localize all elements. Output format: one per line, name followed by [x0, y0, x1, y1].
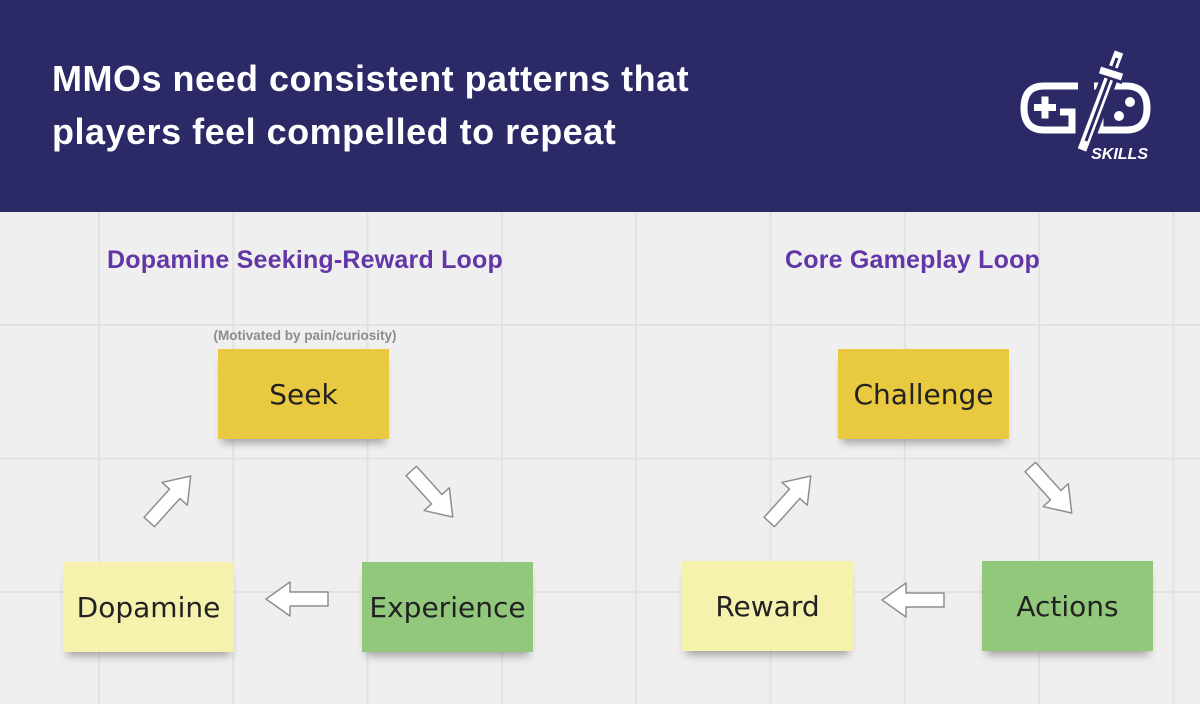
- gd-skills-logo: SKILLS: [1020, 46, 1152, 168]
- slide-title-line1: MMOs need consistent patterns that: [52, 58, 690, 99]
- sticky-note-label: Seek: [269, 377, 338, 411]
- seek-annotation: (Motivated by pain/curiosity): [213, 328, 397, 343]
- sticky-note-challenge[interactable]: Challenge: [838, 349, 1009, 439]
- sticky-note-label: Challenge: [853, 377, 994, 411]
- sticky-note-seek[interactable]: Seek: [218, 349, 389, 439]
- sticky-note-dopamine[interactable]: Dopamine: [63, 562, 234, 652]
- slide-title: MMOs need consistent patterns that playe…: [52, 52, 689, 158]
- logo-wordmark: SKILLS: [1091, 146, 1148, 163]
- sticky-note-label: Actions: [1016, 589, 1119, 623]
- arrow-seek-to-experience-icon: [395, 456, 469, 532]
- sticky-note-reward[interactable]: Reward: [682, 561, 853, 651]
- sticky-note-label: Dopamine: [76, 590, 221, 624]
- sticky-note-label: Experience: [369, 590, 526, 624]
- slide-title-line2: players feel compelled to repeat: [52, 111, 617, 152]
- arrow-challenge-to-actions-icon: [1014, 452, 1088, 528]
- slide-header: MMOs need consistent patterns that playe…: [0, 0, 1200, 212]
- sticky-note-label: Reward: [715, 589, 820, 623]
- arrow-dopamine-to-seek-icon: [133, 461, 207, 537]
- gamepad-sword-logo-icon: SKILLS: [1020, 49, 1151, 163]
- whiteboard-canvas: Dopamine Seeking-Reward Loop Core Gamepl…: [0, 212, 1200, 704]
- right-loop-title: Core Gameplay Loop: [784, 246, 1041, 274]
- sticky-note-actions[interactable]: Actions: [982, 561, 1153, 651]
- left-loop-title: Dopamine Seeking-Reward Loop: [107, 246, 503, 274]
- arrow-experience-to-dopamine-icon: [264, 579, 330, 619]
- arrow-reward-to-challenge-icon: [753, 461, 827, 537]
- sticky-note-experience[interactable]: Experience: [362, 562, 533, 652]
- arrow-actions-to-reward-icon: [880, 580, 946, 620]
